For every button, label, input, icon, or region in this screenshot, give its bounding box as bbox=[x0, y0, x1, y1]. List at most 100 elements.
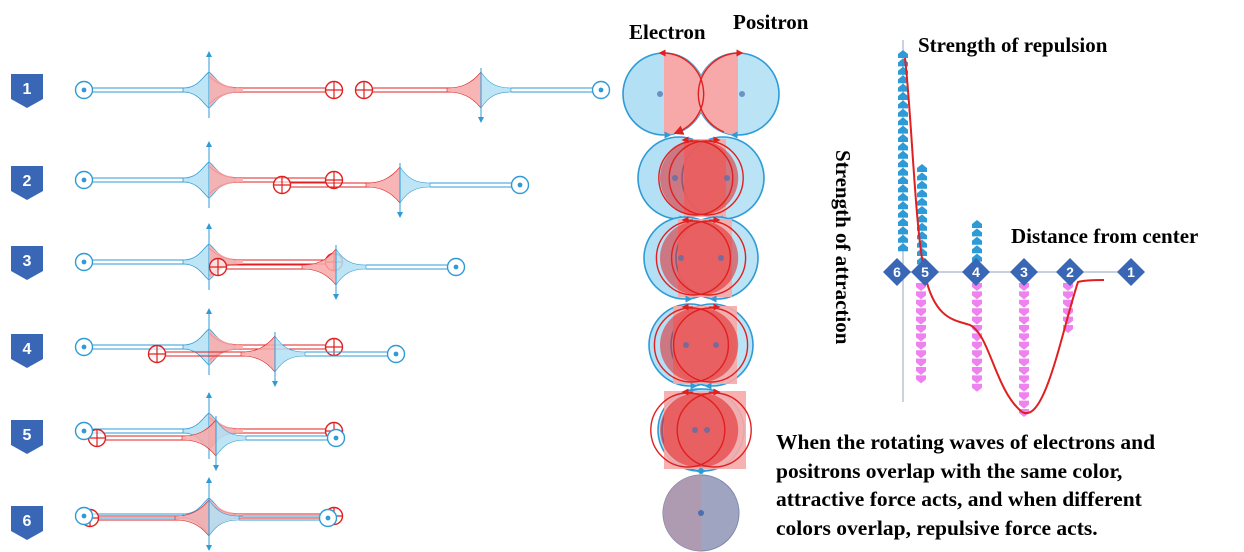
distance-tick: 5 bbox=[911, 258, 939, 286]
attraction-marker bbox=[1019, 291, 1029, 300]
red-ring bbox=[668, 140, 744, 216]
repulsion-marker bbox=[898, 209, 908, 218]
wave-bulge bbox=[182, 161, 210, 199]
repulsion-marker bbox=[898, 201, 908, 210]
repulsion-marker bbox=[898, 176, 908, 184]
step-badge: 2 bbox=[11, 166, 43, 200]
distance-tick: 1 bbox=[1117, 258, 1145, 286]
distance-tick-diamond bbox=[1010, 258, 1038, 286]
center-dot bbox=[704, 427, 710, 433]
center-dot bbox=[678, 255, 684, 261]
repulsion-marker bbox=[972, 228, 982, 237]
repulsion-marker bbox=[898, 92, 908, 100]
red-ring bbox=[653, 307, 730, 383]
distance-tick: 3 bbox=[1010, 258, 1038, 286]
red-ring bbox=[672, 307, 749, 383]
red-ring bbox=[655, 220, 732, 296]
attraction-marker bbox=[972, 341, 982, 350]
electron-icon-core bbox=[81, 428, 87, 434]
attraction-marker bbox=[972, 383, 982, 392]
attraction-marker bbox=[916, 283, 926, 291]
step-badge: 5 bbox=[11, 420, 43, 454]
repulsion-marker bbox=[898, 108, 908, 117]
center-dot bbox=[718, 255, 724, 261]
distance-tick-diamond bbox=[911, 258, 939, 286]
wave-bulge bbox=[182, 328, 210, 366]
attraction-marker bbox=[1019, 358, 1029, 367]
attraction-marker bbox=[1019, 299, 1029, 308]
attraction-marker bbox=[972, 291, 982, 300]
force-curve bbox=[904, 57, 1105, 415]
electron-icon-core bbox=[453, 264, 459, 270]
overlap-lens bbox=[660, 141, 739, 216]
distance-tick: 4 bbox=[962, 258, 990, 286]
distance-tick-diamond bbox=[1117, 258, 1145, 286]
step-badge: 6 bbox=[11, 506, 43, 540]
repulsion-marker bbox=[972, 245, 982, 254]
attraction-marker bbox=[1019, 283, 1029, 291]
repulsion-marker bbox=[917, 164, 927, 172]
attraction-marker bbox=[972, 367, 982, 375]
attraction-marker bbox=[916, 350, 926, 359]
repulsion-marker bbox=[917, 222, 927, 231]
wave-row bbox=[74, 51, 611, 123]
overlap-pair bbox=[662, 474, 740, 552]
wave-row bbox=[74, 308, 406, 387]
wave-row bbox=[74, 141, 530, 218]
distance-tick-label: 2 bbox=[1066, 264, 1074, 280]
attraction-marker bbox=[972, 358, 982, 367]
wave-bulge bbox=[182, 243, 210, 281]
electron-label: Electron bbox=[629, 20, 706, 44]
electron-icon-core bbox=[517, 182, 523, 188]
repulsion-marker bbox=[972, 236, 982, 245]
wave-bulge bbox=[480, 71, 512, 109]
electron-icon-core bbox=[81, 513, 87, 519]
step-badge-shape bbox=[11, 506, 43, 540]
electron-icon-core bbox=[81, 177, 87, 183]
distance-tick: 2 bbox=[1056, 258, 1084, 286]
red-band bbox=[664, 53, 705, 135]
step-badge-number: 1 bbox=[23, 81, 32, 98]
step-badge-number: 5 bbox=[23, 427, 32, 444]
wave-bulge bbox=[399, 166, 431, 204]
step-badge-shape bbox=[11, 246, 43, 280]
overlap-pair bbox=[643, 216, 759, 303]
wave-bulge bbox=[215, 419, 247, 457]
rotation-arrow bbox=[697, 52, 739, 133]
wave-bulge bbox=[182, 71, 210, 109]
repulsion-marker bbox=[972, 220, 982, 228]
distance-tick-diamond bbox=[1056, 258, 1084, 286]
wave-bulge bbox=[301, 248, 337, 286]
distance-tick-label: 6 bbox=[893, 264, 901, 280]
distance-tick-label: 4 bbox=[972, 264, 980, 280]
attraction-marker bbox=[916, 341, 926, 350]
attraction-marker bbox=[916, 291, 926, 300]
caption-line: When the rotating waves of electrons and bbox=[776, 430, 1156, 454]
electron-icon-core bbox=[81, 344, 87, 350]
wave-row bbox=[74, 392, 346, 471]
attraction-marker bbox=[1019, 392, 1029, 401]
merged-disc-half bbox=[663, 475, 701, 551]
step-badge-shape bbox=[11, 420, 43, 454]
attraction-marker bbox=[916, 308, 926, 317]
attraction-marker bbox=[1019, 333, 1029, 342]
overlap-pair bbox=[637, 136, 765, 223]
repulsion-marker bbox=[917, 214, 927, 223]
electron-icon-core bbox=[598, 87, 604, 93]
step-badge: 3 bbox=[11, 246, 43, 280]
electron-icon-core bbox=[81, 259, 87, 265]
center-dot bbox=[698, 510, 704, 516]
attraction-marker bbox=[1019, 308, 1029, 317]
repulsion-marker bbox=[898, 150, 908, 159]
repulsion-marker bbox=[917, 239, 927, 248]
overlap-pair bbox=[622, 49, 780, 139]
center-dot bbox=[692, 427, 698, 433]
wave-bulge bbox=[240, 335, 276, 373]
center-dot bbox=[713, 342, 719, 348]
rotation-arrow bbox=[663, 52, 705, 135]
repulsion-marker bbox=[898, 117, 908, 126]
repulsion-marker bbox=[898, 192, 908, 201]
